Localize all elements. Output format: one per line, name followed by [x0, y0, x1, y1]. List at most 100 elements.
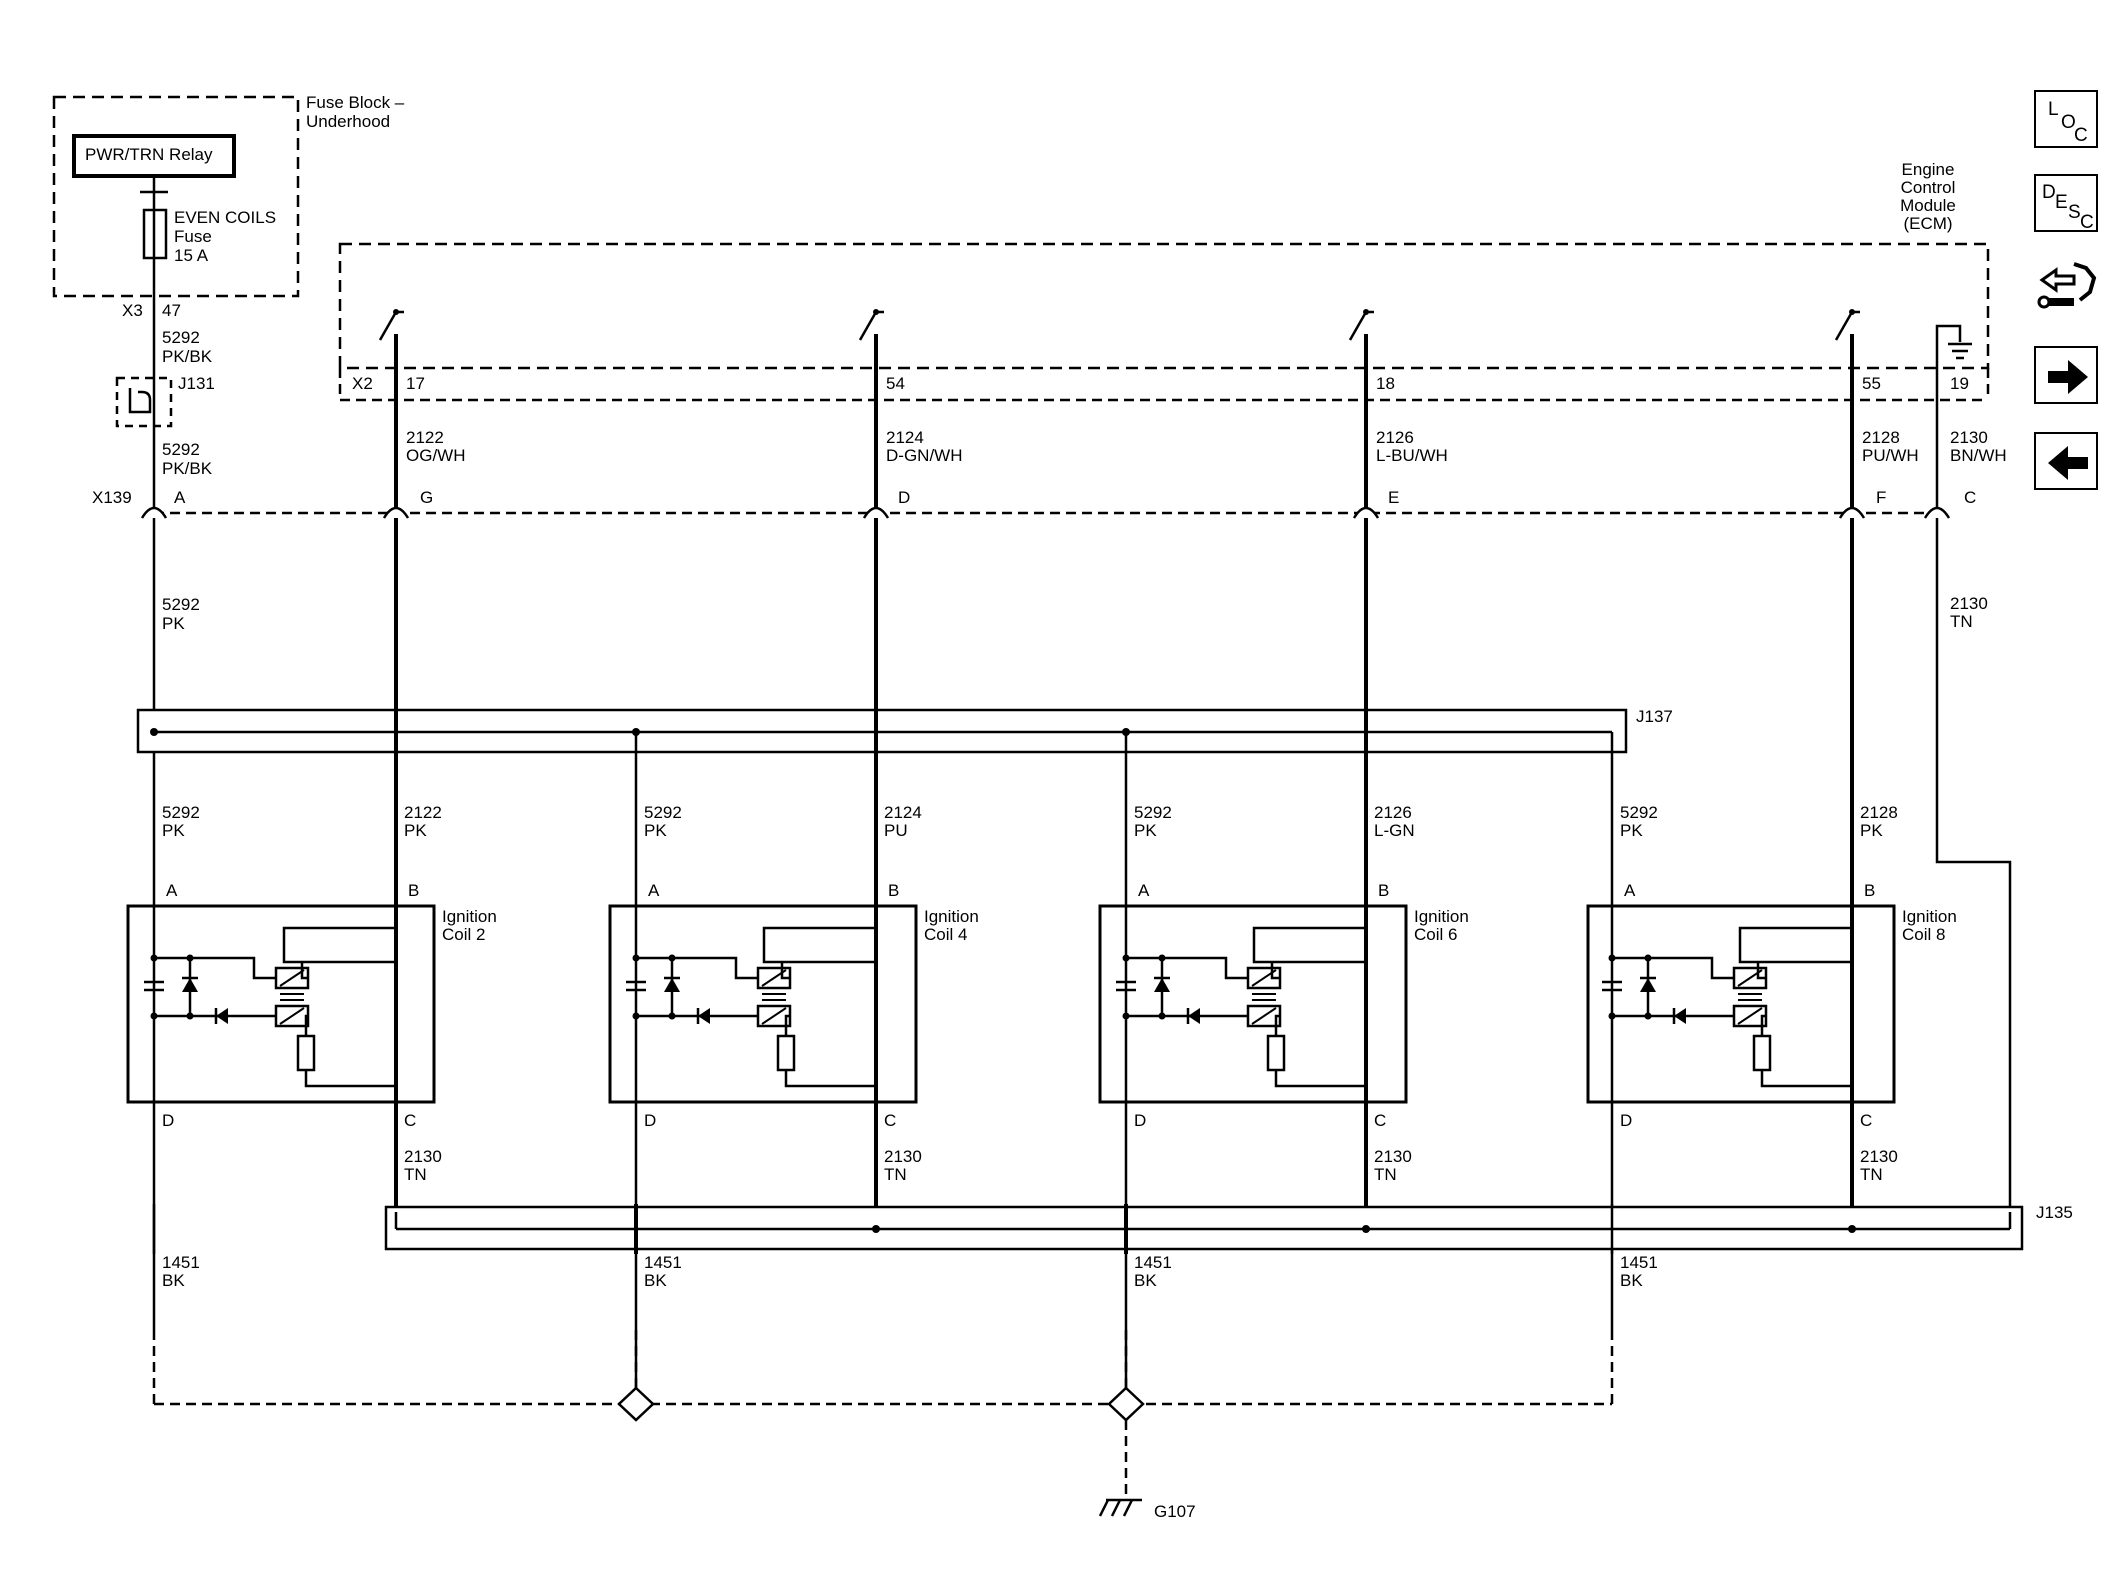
coil-feed-circuit: 5292 [1134, 803, 1172, 822]
coil-pin-a: A [648, 881, 660, 900]
j131-label: J131 [178, 374, 215, 393]
coil-gnd-color: BK [644, 1271, 667, 1290]
ecm-label-line4: (ECM) [1903, 214, 1952, 233]
fuse-block-title: Fuse Block – [306, 93, 405, 112]
feed-wire-circuit-upper: 5292 [162, 328, 200, 347]
wire-2128-color: PU/WH [1862, 446, 1919, 465]
coil-ctrl-circuit: 2128 [1860, 803, 1898, 822]
wire-2126-color: L-BU/WH [1376, 446, 1448, 465]
coil-feed-color: PK [1134, 821, 1157, 840]
coil-pin-a: A [1138, 881, 1150, 900]
relay-label: PWR/TRN Relay [85, 145, 213, 164]
splice-diamond-icon [1107, 1386, 1145, 1422]
coil-ref-circuit: 2130 [884, 1147, 922, 1166]
loc-letter-l: L [2048, 99, 2059, 120]
fuse-block-subtitle: Underhood [306, 112, 390, 131]
coil-pin-b: B [408, 881, 419, 900]
coil-gnd-color: BK [162, 1271, 185, 1290]
previous-page-button[interactable] [2034, 432, 2098, 490]
description-button[interactable]: D E S C [2034, 174, 2098, 233]
coil-number: Coil 2 [442, 925, 485, 944]
x139-pin-g: G [420, 488, 433, 507]
ecm-pin-54: 54 [886, 374, 905, 393]
coil-pin-d: D [1134, 1111, 1146, 1130]
coil-feed-color: PK [644, 821, 667, 840]
feed-wire-color-lower: PK/BK [162, 459, 213, 478]
coil-pin-d: D [1620, 1111, 1632, 1130]
ecm-pin-55: 55 [1862, 374, 1881, 393]
connector-view-button[interactable] [2034, 256, 2098, 314]
coil-name: Ignition [442, 907, 497, 926]
x139-pin-f: F [1876, 488, 1886, 507]
coil-name: Ignition [1414, 907, 1469, 926]
wire-2124-color: D-GN/WH [886, 446, 962, 465]
coil-feed-circuit: 5292 [644, 803, 682, 822]
coil-pin-b: B [1864, 881, 1875, 900]
feed-wire-color-upper: PK/BK [162, 347, 213, 366]
coil-pin-a: A [166, 881, 178, 900]
coil-ctrl-circuit: 2126 [1374, 803, 1412, 822]
next-page-button[interactable] [2034, 346, 2098, 404]
j137-label: J137 [1636, 707, 1673, 726]
coil-number: Coil 6 [1414, 925, 1457, 944]
chassis-ground-icon [1098, 1498, 1142, 1517]
ref-wire-color: TN [1950, 612, 1973, 631]
coil-pin-c: C [884, 1111, 896, 1130]
coil-ref-color: TN [404, 1165, 427, 1184]
x139-pin-c: C [1964, 488, 1976, 507]
coil-ref-color: TN [1374, 1165, 1397, 1184]
arrow-right-icon [2048, 360, 2088, 394]
coil-name: Ignition [1902, 907, 1957, 926]
coil-pin-b: B [888, 881, 899, 900]
coil-number: Coil 4 [924, 925, 967, 944]
loc-letter-o: O [2061, 112, 2076, 133]
j137-splice-pack [136, 708, 1628, 754]
coil-gnd-color: BK [1620, 1271, 1643, 1290]
coil-feed-color: PK [1620, 821, 1643, 840]
x3-pin-label: 47 [162, 301, 181, 320]
coil-name: Ignition [924, 907, 979, 926]
coil-ctrl-color: PU [884, 821, 908, 840]
coil-ref-color: TN [884, 1165, 907, 1184]
coil-gnd-circuit: 1451 [162, 1253, 200, 1272]
wire-2122-color: OG/WH [406, 446, 466, 465]
coil-gnd-circuit: 1451 [1620, 1253, 1658, 1272]
fuse-name: EVEN COILS [174, 208, 276, 227]
ecm-module: Engine Control Module (ECM) [338, 160, 1990, 402]
x139-connector-label: X139 [92, 488, 132, 507]
location-button[interactable]: L O C [2034, 90, 2098, 148]
coil-number: Coil 8 [1902, 925, 1945, 944]
coil-ctrl-color: PK [1860, 821, 1883, 840]
wire-2122-circuit: 2122 [406, 428, 444, 447]
connector-wrench-icon [2037, 262, 2097, 309]
g107-label: G107 [1154, 1502, 1196, 1521]
coil-pin-d: D [644, 1111, 656, 1130]
desc-letter-s: S [2068, 202, 2081, 223]
wire-2130-color: BN/WH [1950, 446, 2007, 465]
j131-splice [115, 376, 173, 428]
coil-ref-circuit: 2130 [1860, 1147, 1898, 1166]
coil-ctrl-circuit: 2124 [884, 803, 922, 822]
wire-2124-circuit: 2124 [886, 428, 924, 447]
coil-ctrl-circuit: 2122 [404, 803, 442, 822]
desc-letter-c: C [2080, 212, 2094, 233]
coil-ref-circuit: 2130 [1374, 1147, 1412, 1166]
x139-connector [140, 506, 1951, 519]
ref-wire-circuit: 2130 [1950, 594, 1988, 613]
arrow-left-icon [2048, 446, 2088, 480]
feed-wire-circuit-lower: 5292 [162, 440, 200, 459]
coil-feed-circuit: 5292 [1620, 803, 1658, 822]
j135-label: J135 [2036, 1203, 2073, 1222]
wire-2130-circuit: 2130 [1950, 428, 1988, 447]
ref-wire-2130 [1935, 400, 2012, 1220]
desc-letter-e: E [2055, 192, 2068, 213]
coil-pin-b: B [1378, 881, 1389, 900]
coil-pin-a: A [1624, 881, 1636, 900]
ecm-pin-18: 18 [1376, 374, 1395, 393]
x3-connector-label: X3 [122, 301, 143, 320]
ecm-pin-19: 19 [1950, 374, 1969, 393]
ecm-output-19: 19 2130 BN/WH C [1950, 374, 2007, 507]
loc-letter-c: C [2074, 125, 2088, 146]
